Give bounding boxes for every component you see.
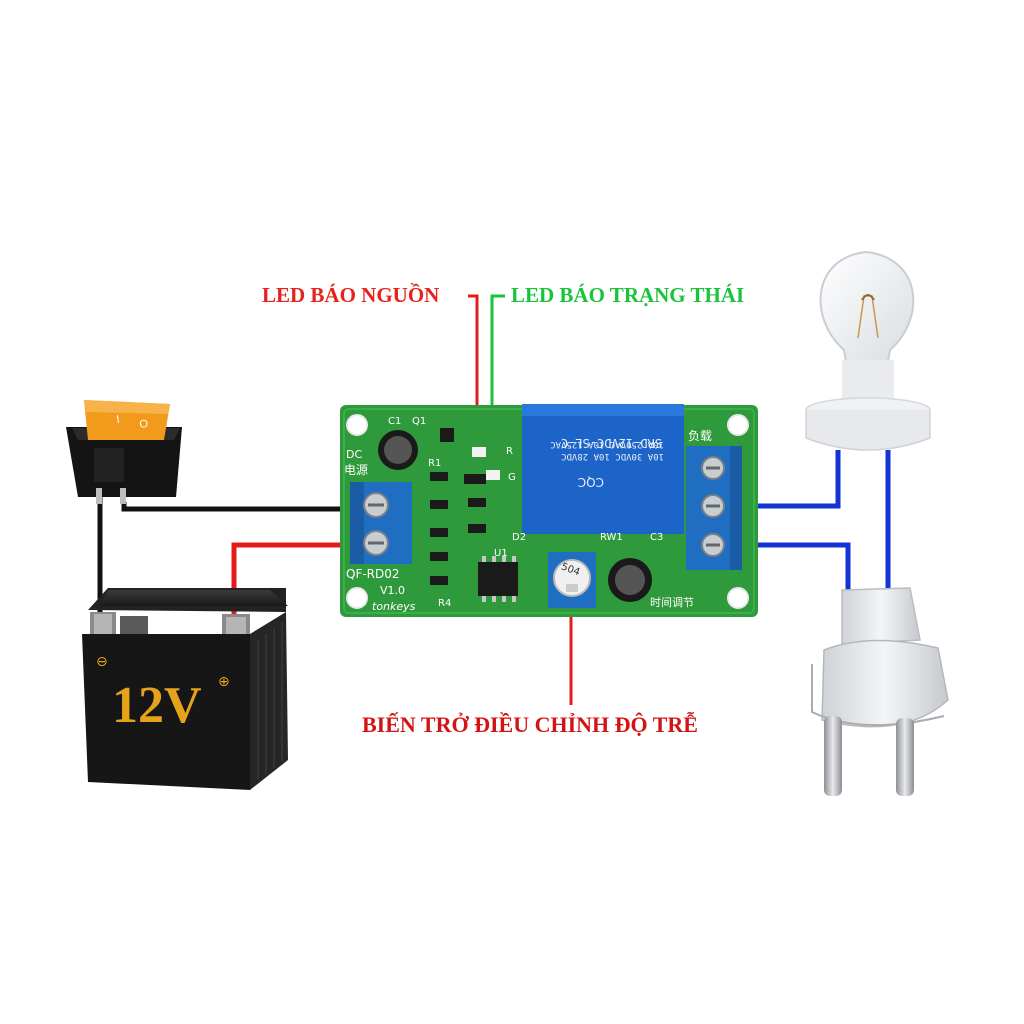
label-brand: tonkeys <box>372 600 416 613</box>
switch-mark-off: O <box>139 418 150 431</box>
status-led-callout: LED BÁO TRẠNG THÁI <box>511 283 744 307</box>
status-led-leader <box>490 294 505 452</box>
relay-model: SRD-12VDC-SL-C <box>561 436 662 450</box>
label-load-cn: 负载 <box>688 429 712 443</box>
label-version: V1.0 <box>380 584 405 597</box>
label-r4: R4 <box>438 598 451 609</box>
label-d2: D2 <box>512 532 526 543</box>
label-u1: U1 <box>494 548 508 559</box>
blue-wire-relay-plug <box>724 542 851 592</box>
power-plug-icon <box>811 587 949 796</box>
black-wire-switch-board <box>121 502 362 512</box>
battery-minus-mark: ⊖ <box>96 654 108 670</box>
label-model: QF-RD02 <box>346 567 400 581</box>
power-led-callout: LED BÁO NGUỒN <box>262 283 439 307</box>
potentiometer-callout: BIẾN TRỞ ĐIỀU CHỈNH ĐỘ TRỄ <box>362 712 698 737</box>
battery-plus-mark: ⊕ <box>218 674 230 690</box>
label-power-cn: 电源 <box>344 463 368 477</box>
battery-voltage-label: 12V <box>112 677 202 734</box>
blue-wire-relay-lamp <box>724 450 841 509</box>
rocker-switch-icon: I O <box>66 400 182 504</box>
label-rw1: RW1 <box>600 532 623 543</box>
relay-rating-2: 10A 30VDC 10A 28VDC <box>561 451 664 461</box>
battery-icon: ⊖ ⊕ 12V <box>82 588 288 790</box>
power-led-leader <box>468 294 479 452</box>
label-q1: Q1 <box>412 416 426 427</box>
label-r: R <box>506 446 513 457</box>
label-g: G <box>508 472 516 483</box>
label-c3: C3 <box>650 532 663 543</box>
switch-mark-on: I <box>116 414 121 426</box>
label-dc: DC <box>346 448 362 461</box>
relay-logo: CQC <box>578 475 604 489</box>
label-r1: R1 <box>428 458 441 469</box>
relay-rating-1: 10A 250VAC 10A 125VAC <box>550 439 664 449</box>
label-time-adjust-cn: 时间调节 <box>650 596 694 609</box>
label-c1: C1 <box>388 416 401 427</box>
relay-module-icon: SRD-12VDC-SL-C 10A 250VAC 10A 125VAC 10A… <box>340 404 758 617</box>
light-bulb-icon <box>805 250 931 451</box>
